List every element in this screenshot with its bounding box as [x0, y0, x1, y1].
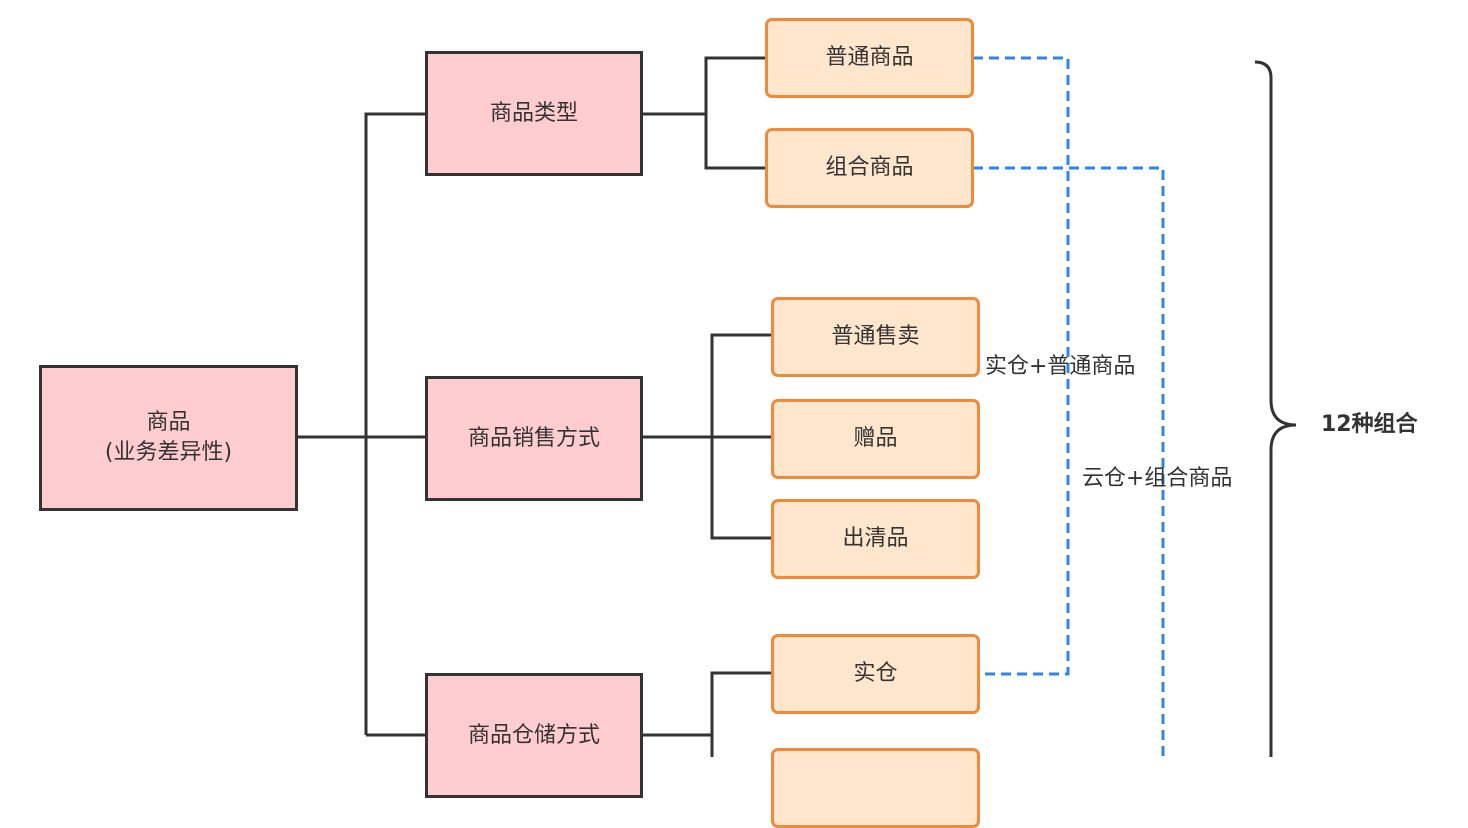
connector-sales-branches [710, 333, 771, 540]
category-storage-method: 商品仓储方式 [425, 673, 643, 798]
summary-label: 12种组合 [1321, 412, 1418, 437]
summary-brace [1254, 60, 1297, 757]
option-cloud-warehouse [771, 748, 980, 828]
combination-label-physical-normal: 实仓+普通商品 [985, 354, 1136, 379]
link-physical-normal [973, 56, 1070, 676]
category-goods-type: 商品类型 [425, 51, 643, 176]
option-gift: 赠品 [771, 399, 980, 479]
option-combo-goods: 组合商品 [765, 128, 974, 208]
root-node: 商品 (业务差异性) [39, 365, 298, 511]
option-clearance: 出清品 [771, 499, 980, 579]
combination-label-cloud-combo: 云仓+组合商品 [1082, 466, 1233, 491]
diagram-canvas [297, 56, 1297, 757]
category-sales-method: 商品销售方式 [425, 376, 643, 501]
tree-connectors [297, 56, 771, 757]
combination-links [973, 56, 1165, 757]
option-physical-warehouse: 实仓 [771, 634, 980, 714]
connector-storage-branches [710, 671, 771, 757]
option-normal-goods: 普通商品 [765, 18, 974, 98]
connector-trunk [364, 112, 425, 735]
link-cloud-combo [973, 166, 1165, 757]
connector-type-branches [704, 56, 765, 170]
option-normal-sale: 普通售卖 [771, 297, 980, 377]
